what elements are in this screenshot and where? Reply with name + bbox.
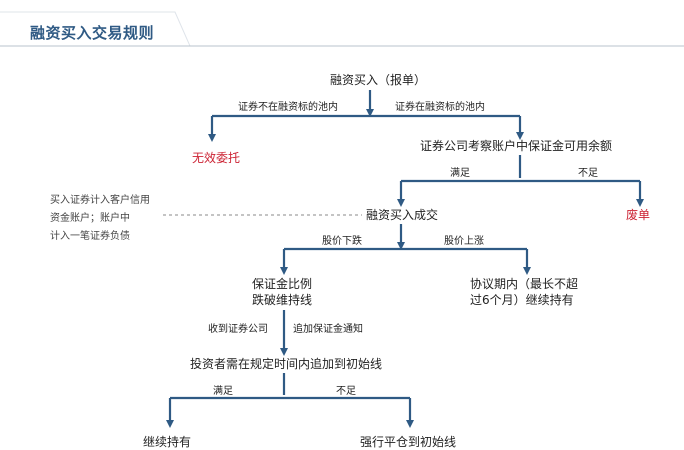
side-note-line2: 资金账户；账户中 xyxy=(50,213,130,224)
edge-label-notice-from: 收到证券公司 xyxy=(208,324,268,335)
edge-label-in-pool: 证券在融资标的池内 xyxy=(395,102,485,113)
side-note-line3: 计入一笔证券负债 xyxy=(50,231,130,242)
node-ratio-breach-line1: 保证金比例 xyxy=(252,277,313,291)
node-keep-holding: 继续持有 xyxy=(143,435,192,449)
edge-label-sufficient-2: 满足 xyxy=(213,386,233,397)
node-top-up: 投资者需在规定时间内追加到初始线 xyxy=(190,357,383,371)
node-check-margin: 证券公司考察账户中保证金可用余额 xyxy=(420,139,613,153)
node-ratio-breach: 保证金比例 跌破维持线 xyxy=(252,276,332,308)
header-band xyxy=(0,11,684,47)
edge-label-margin-call: 追加保证金通知 xyxy=(293,324,363,335)
edge-label-insufficient-2: 不足 xyxy=(336,386,356,397)
node-forced-close: 强行平仓到初始线 xyxy=(360,435,457,449)
page-title: 融资买入交易规则 xyxy=(30,24,155,42)
node-invalid: 无效委托 xyxy=(192,151,241,165)
node-success: 融资买入成交 xyxy=(366,208,439,222)
edge-label-price-down: 股价下跌 xyxy=(322,236,362,247)
node-hold-agreement-line1: 协议期内（最长不超 xyxy=(470,277,579,291)
node-void: 废单 xyxy=(626,208,651,222)
side-note: 买入证券计入客户信用 资金账户；账户中 计入一笔证券负债 xyxy=(50,192,150,246)
edge-label-price-up: 股价上涨 xyxy=(444,236,484,247)
node-start: 融资买入（报单） xyxy=(330,73,427,87)
node-hold-agreement-line2: 过6个月）继续持有 xyxy=(470,293,574,307)
node-ratio-breach-line2: 跌破维持线 xyxy=(252,293,313,307)
edge-label-not-in-pool: 证券不在融资标的池内 xyxy=(238,102,338,113)
node-hold-agreement: 协议期内（最长不超 过6个月）继续持有 xyxy=(470,276,610,308)
edge-label-sufficient-1: 满足 xyxy=(450,168,470,179)
edge-label-insufficient-1: 不足 xyxy=(578,168,598,179)
side-note-line1: 买入证券计入客户信用 xyxy=(50,195,150,206)
